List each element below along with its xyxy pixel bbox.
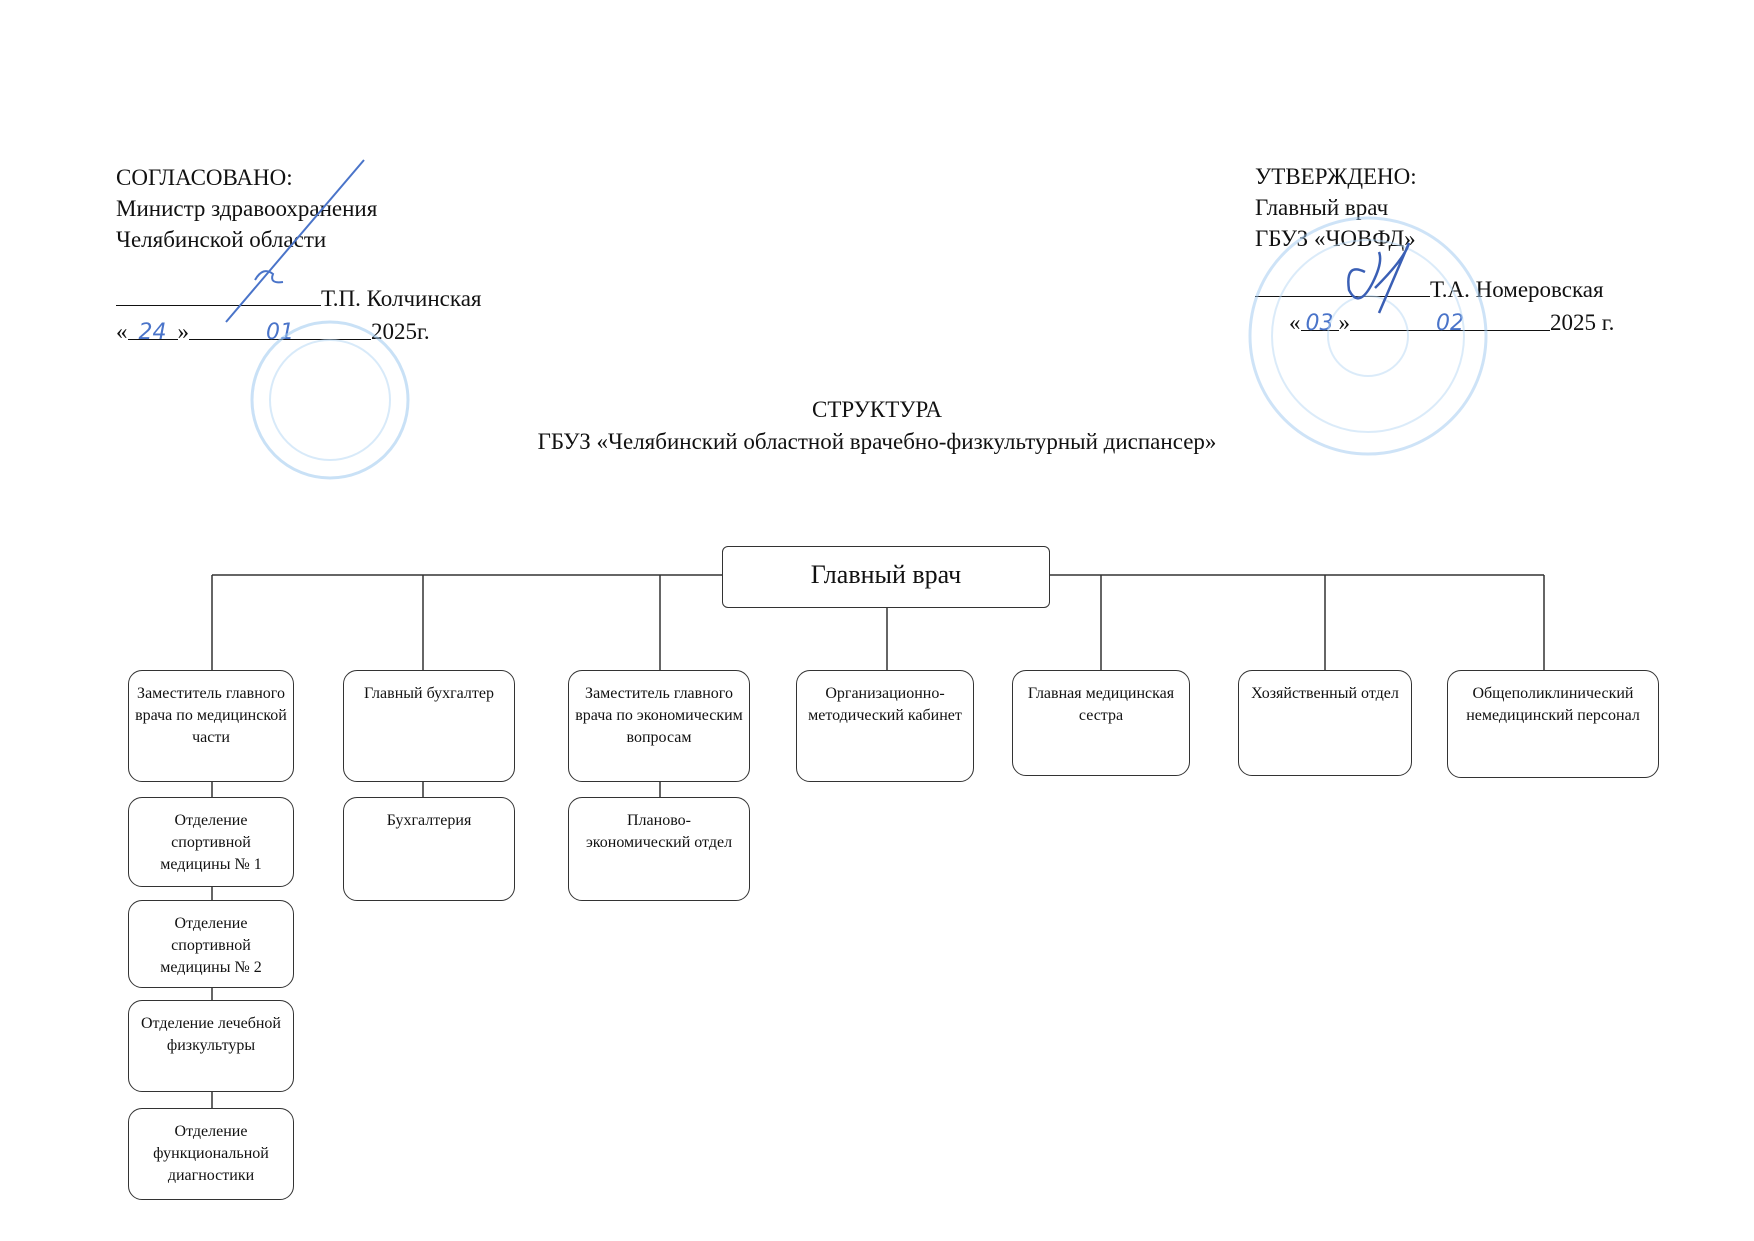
- agreed-signature-line: [116, 283, 321, 306]
- unit-chief-accountant: Главный бухгалтер: [343, 670, 515, 782]
- subunit-functional-diagnostics: Отделение функциональной диагностики: [128, 1108, 294, 1200]
- subunit-physiotherapy: Отделение лечебной физкультуры: [128, 1000, 294, 1092]
- subunit-accounting: Бухгалтерия: [343, 797, 515, 901]
- unit-chief-nurse: Главная медицинская сестра: [1012, 670, 1190, 776]
- unit-org-methodical: Организационно-методический кабинет: [796, 670, 974, 782]
- document-subtitle: ГБУЗ «Челябинский областной врачебно-физ…: [537, 429, 1217, 454]
- head-box: Главный врач: [722, 546, 1050, 608]
- agreed-quote-close: »: [177, 319, 190, 344]
- subunit-sport-medicine-2: Отделение спортивной медицины № 2: [128, 900, 294, 988]
- approved-position: Главный врач: [1255, 195, 1389, 220]
- unit-household: Хозяйственный отдел: [1238, 670, 1412, 776]
- document-title: СТРУКТУРА: [811, 397, 943, 422]
- unit-deputy-economic: Заместитель главного врача по экономичес…: [568, 670, 750, 782]
- approved-heading: УТВЕРЖДЕНО:: [1255, 164, 1417, 189]
- unit-nonmedical-staff: Общеполиклинический немедицинский персон…: [1447, 670, 1659, 778]
- subunit-planning-economic: Планово-экономический отдел: [568, 797, 750, 901]
- unit-deputy-medical: Заместитель главного врача по медицинско…: [128, 670, 294, 782]
- approved-year: 2025 г.: [1550, 310, 1615, 335]
- agreed-quote-open: «: [116, 319, 128, 344]
- subunit-sport-medicine-1: Отделение спортивной медицины № 1: [128, 797, 294, 887]
